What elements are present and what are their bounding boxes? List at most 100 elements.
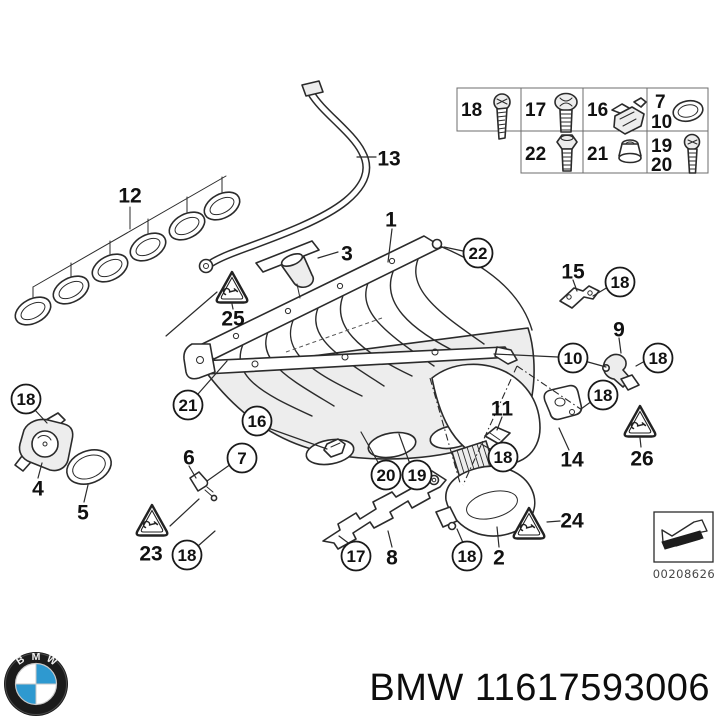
callout-12: 12: [118, 185, 141, 208]
callout-label: 3: [341, 243, 353, 266]
legend-label: 7: [655, 92, 666, 113]
callout-17: 17: [340, 540, 372, 572]
legend-label: 17: [525, 100, 546, 121]
callout-label: 9: [613, 319, 625, 342]
callout-label: 16: [248, 412, 267, 431]
legend-label: 16: [587, 100, 608, 121]
callout-circle: [487, 441, 519, 473]
logo-letter-m: M: [32, 651, 41, 663]
callout-3: 3: [341, 243, 353, 266]
tube-cap: [301, 80, 324, 97]
callout-15: 15: [561, 261, 585, 284]
construction-lines: [429, 365, 583, 486]
torque-warning-icon: [215, 270, 249, 304]
callout-20: 20: [370, 459, 402, 491]
callout-circle: [172, 389, 204, 421]
callout-4: 4: [32, 478, 44, 501]
leader-lines: [33, 156, 646, 548]
callout-label: 19: [408, 466, 427, 485]
hex-flange-bolt-icon: [556, 134, 578, 172]
callout-label: 5: [77, 502, 89, 525]
legend-label: 22: [525, 144, 546, 165]
tube-elbow: [198, 258, 214, 274]
flange-o-ring: [66, 449, 112, 485]
callout-label: 25: [221, 308, 245, 331]
intake-manifold: [183, 235, 541, 466]
callout-label: 6: [183, 447, 195, 470]
legend-label: 18: [461, 100, 482, 121]
gasket-o-rings: [14, 191, 241, 326]
callout-label: 18: [494, 448, 513, 467]
legend-label: 10: [651, 112, 672, 133]
callout-19: 19: [401, 459, 433, 491]
callout-1: 1: [385, 209, 397, 232]
callout-25: 25: [221, 308, 245, 331]
callout-label: 13: [377, 148, 400, 171]
part-number-text: BMW 11617593006: [369, 667, 710, 709]
callout-13: 13: [377, 148, 400, 171]
bracket-15: [559, 285, 600, 309]
torque-warning-icon: [135, 503, 169, 537]
callout-label: 12: [118, 185, 141, 208]
callout-7: 7: [226, 442, 258, 474]
diagram-artwork: [14, 80, 657, 550]
logo-quadrant: [15, 663, 36, 684]
left-end-cap: [183, 343, 216, 380]
callout-label: 8: [386, 547, 398, 570]
callout-14: 14: [560, 449, 584, 472]
retaining-clip-icon: [611, 97, 647, 135]
callout-21: 21: [172, 389, 204, 421]
callout-label: 26: [630, 448, 653, 471]
callout-26: 26: [630, 448, 653, 471]
callout-18-5: 18: [587, 379, 619, 411]
callout-circle: [340, 540, 372, 572]
callout-8: 8: [386, 547, 398, 570]
legend-label: 21: [587, 144, 609, 165]
callout-23: 23: [139, 543, 162, 566]
callout-label: 1: [385, 209, 397, 232]
callout-label: 21: [179, 396, 198, 415]
bracket-14: [543, 384, 583, 421]
callout-circle: [604, 266, 636, 298]
button-head-screw-icon: [683, 133, 701, 174]
callout-18-7: 18: [642, 342, 674, 374]
vent-valve: [255, 240, 320, 299]
stamp-code: 00208626: [653, 567, 716, 581]
callout-circle: [462, 237, 494, 269]
callout-circle: [587, 379, 619, 411]
callout-circle: [557, 342, 589, 374]
continuation-arrow-icon: [661, 519, 708, 550]
callout-label: 20: [377, 466, 396, 485]
bracket-ticks: [32, 176, 223, 298]
callout-label: 18: [17, 390, 36, 409]
pan-head-screw-icon: [493, 93, 511, 140]
o-ring-icon: [672, 99, 704, 123]
callout-6: 6: [183, 447, 195, 470]
bracket-line: [32, 175, 227, 288]
stamp: 00208626: [653, 511, 716, 581]
callout-18-4: 18: [451, 540, 483, 572]
callout-circle: [226, 442, 258, 474]
legend-label: 19: [651, 136, 672, 157]
callout-2: 2: [493, 547, 505, 570]
callout-label: 18: [611, 273, 630, 292]
callout-circle: [451, 540, 483, 572]
logo-quadrant: [15, 684, 36, 705]
callout-label: 2: [493, 547, 505, 570]
callout-circle: [642, 342, 674, 374]
torque-warning-icon: [623, 404, 657, 438]
callout-22: 22: [462, 237, 494, 269]
phillips-screw-icon: [554, 92, 578, 133]
callout-circle: [401, 459, 433, 491]
callout-18-6: 18: [604, 266, 636, 298]
callout-label: 22: [469, 244, 488, 263]
callout-circle: [241, 405, 273, 437]
callout-11: 11: [491, 398, 514, 421]
callout-5: 5: [77, 502, 89, 525]
fastener-legend: 18 17 16 7 10 22 21 19 20: [456, 87, 709, 176]
tube-outline: [203, 89, 371, 270]
callout-9: 9: [613, 319, 625, 342]
callout-label: 18: [649, 349, 668, 368]
